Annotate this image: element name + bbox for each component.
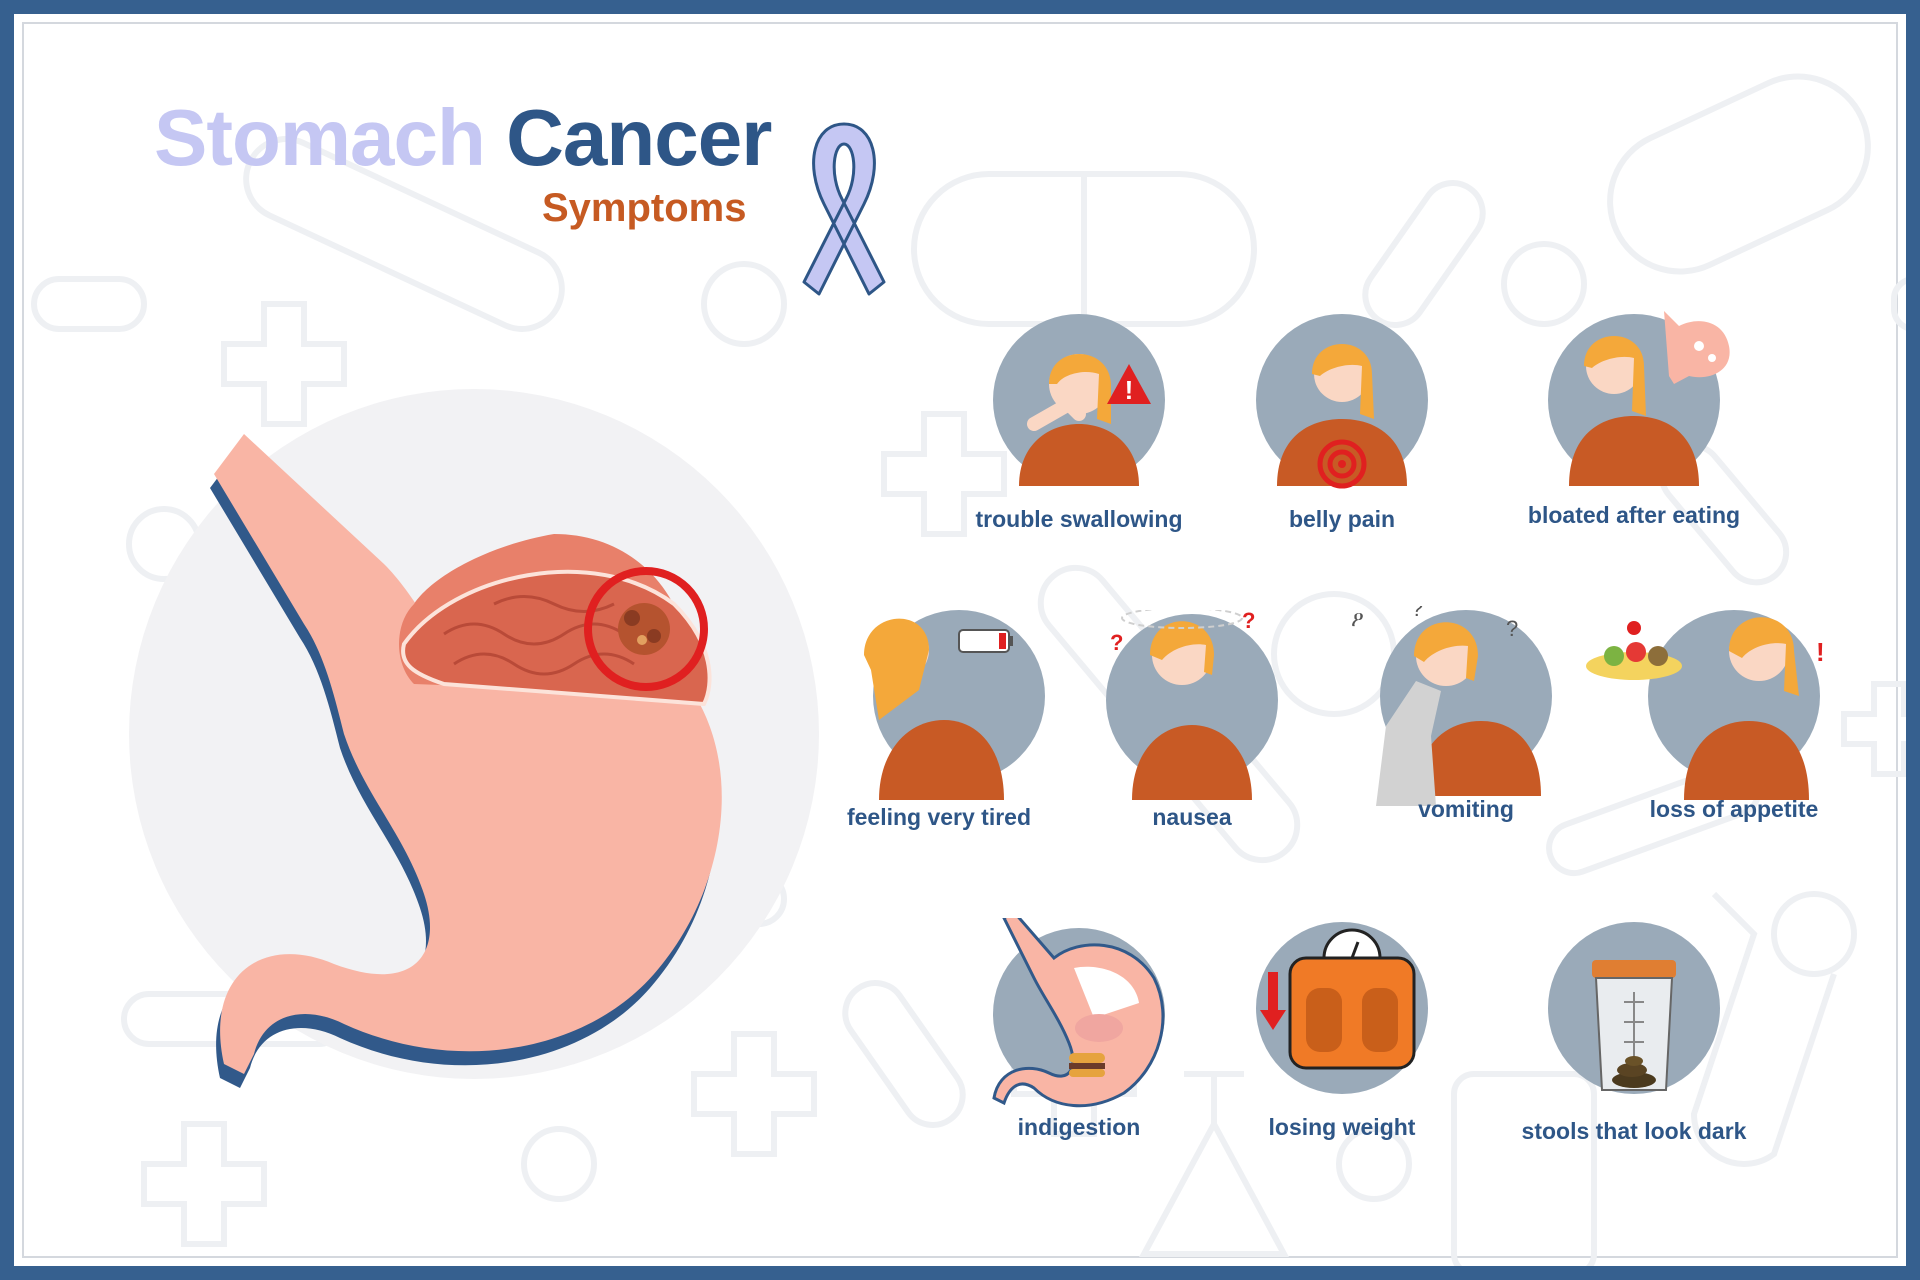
stool-sample-icon [1548, 922, 1720, 1094]
svg-text:?: ? [1110, 630, 1123, 655]
page-subtitle: Symptoms [542, 186, 747, 230]
svg-text:ዖ: ዖ [1351, 606, 1364, 631]
belly-pain-icon [1256, 314, 1428, 489]
symptom-loss-of-appetite: ! loss of appetite [1574, 606, 1894, 846]
symptom-label: trouble swallowing [975, 506, 1183, 532]
symptom-feeling-very-tired: feeling very tired [779, 610, 1099, 850]
trouble-swallowing-icon: ! [993, 314, 1165, 486]
nausea-icon: ? ? [1106, 610, 1278, 800]
title-word-stomach: Stomach [154, 93, 486, 182]
symptom-label: losing weight [1268, 1114, 1416, 1140]
symptom-label: feeling very tired [846, 804, 1032, 830]
symptom-label: vomiting [1418, 796, 1514, 822]
page-title: Stomach Cancer [154, 92, 772, 184]
symptom-stools-that-look-dark: stools that look dark [1474, 922, 1794, 1162]
symptom-belly-pain: belly pain [1182, 314, 1502, 554]
svg-text:!: ! [1125, 375, 1134, 405]
svg-text:!: ! [1816, 637, 1825, 667]
symptom-label: indigestion [1017, 1114, 1141, 1140]
svg-text:?: ? [1506, 616, 1518, 641]
symptom-vomiting: ዖ ? ? vomiting [1306, 606, 1626, 846]
symptom-label: bloated after eating [1527, 502, 1741, 528]
inner-border [22, 22, 1898, 1258]
svg-text:?: ? [1411, 606, 1423, 621]
vomiting-icon: ዖ ? ? [1351, 606, 1552, 806]
symptom-label: stools that look dark [1521, 1118, 1747, 1144]
symptom-trouble-swallowing: ! trouble swallowing [919, 314, 1239, 554]
title-word-cancer: Cancer [506, 93, 772, 182]
bloated-icon [1548, 311, 1730, 486]
symptom-losing-weight: losing weight [1182, 922, 1502, 1162]
stomach-body [214, 434, 722, 1074]
tired-icon [864, 610, 1045, 800]
symptom-bloated-after-eating: bloated after eating [1474, 306, 1794, 546]
symptom-indigestion: indigestion [919, 918, 1239, 1158]
loss-of-appetite-icon: ! [1586, 610, 1825, 800]
symptom-label: belly pain [1288, 506, 1396, 532]
symptom-label: nausea [1152, 804, 1232, 830]
indigestion-icon [992, 918, 1165, 1108]
tumor-highlight-icon [584, 567, 708, 691]
stomach-illustration [129, 389, 819, 1088]
awareness-ribbon-icon [802, 122, 886, 296]
symptom-label: loss of appetite [1649, 796, 1819, 822]
losing-weight-icon [1256, 922, 1428, 1094]
symptom-nausea: ? ? nausea [1032, 610, 1352, 850]
svg-text:?: ? [1242, 610, 1255, 633]
